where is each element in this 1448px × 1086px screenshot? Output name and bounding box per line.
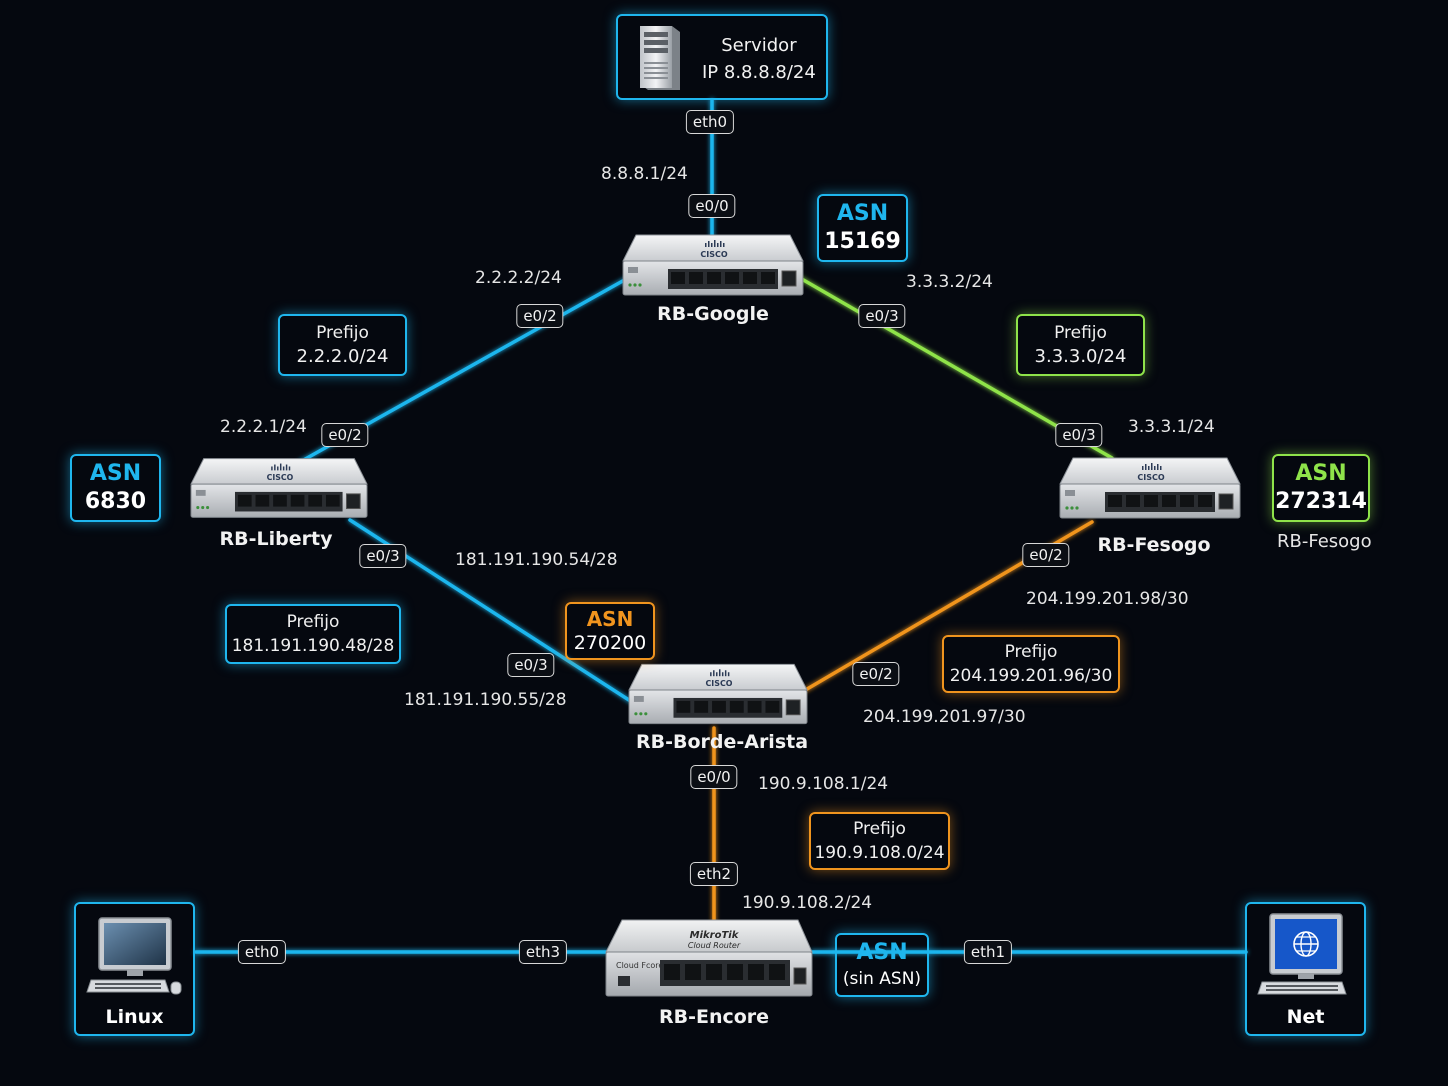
prefix-204-box: Prefijo 204.199.201.96/30 — [942, 635, 1120, 693]
router-fesogo-name: RB-Fesogo — [1097, 534, 1211, 556]
prefix-181-box: Prefijo 181.191.190.48/28 — [225, 604, 401, 664]
asn-fesogo-label: ASN — [1295, 461, 1347, 486]
asn-liberty-label: ASN — [89, 461, 142, 486]
prefix-2-label: Prefijo — [316, 323, 369, 343]
ip-borde-e03: 181.191.190.55/28 — [404, 690, 567, 710]
iface-liberty-e02[interactable]: e0/2 — [321, 423, 369, 447]
ip-google-e02: 2.2.2.2/24 — [475, 268, 562, 288]
internet-computer-icon — [1257, 913, 1347, 995]
prefix-3-label: Prefijo — [1054, 323, 1107, 343]
encore-panel: Cloud Fcore — [616, 961, 663, 970]
iface-fesogo-e03[interactable]: e0/3 — [1055, 423, 1103, 447]
router-fesogo[interactable] — [1056, 456, 1244, 520]
prefix-181-label: Prefijo — [286, 612, 340, 632]
router-encore-name: RB-Encore — [658, 1006, 770, 1028]
router-encore[interactable]: MikroTik Cloud Router Cloud Fcore — [604, 918, 814, 1000]
fesogo-asn-caption: RB-Fesogo — [1277, 531, 1372, 552]
iface-liberty-e03[interactable]: e0/3 — [359, 544, 407, 568]
asn-liberty-value: 6830 — [84, 489, 147, 514]
router-liberty-name: RB-Liberty — [219, 528, 333, 550]
asn-encore-label: ASN — [856, 940, 908, 965]
server-node[interactable]: Servidor IP 8.8.8.8/24 — [616, 14, 828, 100]
asn-liberty-box: ASN 6830 — [70, 454, 161, 522]
server-ip: IP 8.8.8.8/24 — [702, 62, 816, 83]
prefix-190-value: 190.9.108.0/24 — [814, 843, 945, 863]
prefix-3-box: Prefijo 3.3.3.0/24 — [1016, 314, 1145, 376]
ip-encore-eth2: 190.9.108.2/24 — [742, 893, 873, 913]
prefix-190-box: Prefijo 190.9.108.0/24 — [809, 812, 950, 870]
router-borde-name: RB-Borde-Arista — [635, 731, 809, 753]
asn-encore-box: ASN (sin ASN) — [835, 933, 929, 997]
iface-encore-eth3[interactable]: eth3 — [518, 940, 568, 964]
asn-google-value: 15169 — [824, 229, 901, 254]
asn-borde-box: ASN 270200 — [565, 602, 655, 660]
ip-borde-e02: 204.199.201.97/30 — [863, 707, 1026, 727]
encore-model: Cloud Router — [688, 941, 741, 950]
router-google[interactable] — [622, 233, 804, 297]
asn-fesogo-value: 272314 — [1275, 489, 1367, 514]
host-linux-name: Linux — [105, 1006, 164, 1028]
router-borde[interactable] — [628, 662, 808, 726]
prefix-2-value: 2.2.2.0/24 — [296, 346, 389, 367]
mikrotik-cloud-router-icon: MikroTik Cloud Router Cloud Fcore — [605, 919, 813, 997]
router-liberty[interactable] — [190, 456, 368, 520]
host-net[interactable]: Net — [1245, 902, 1366, 1036]
iface-borde-e00[interactable]: e0/0 — [690, 765, 738, 789]
asn-google-box: ASN 15169 — [817, 194, 908, 262]
prefix-181-value: 181.191.190.48/28 — [231, 636, 395, 656]
ip-fesogo-e02: 204.199.201.98/30 — [1026, 589, 1189, 609]
prefix-190-label: Prefijo — [853, 819, 906, 839]
asn-encore-value: (sin ASN) — [842, 969, 922, 989]
asn-fesogo-box: ASN 272314 — [1272, 454, 1370, 522]
asn-borde-value: 270200 — [573, 632, 647, 654]
iface-borde-e02[interactable]: e0/2 — [852, 662, 900, 686]
router-google-name: RB-Google — [657, 303, 769, 325]
ip-liberty-e03: 181.191.190.54/28 — [455, 550, 618, 570]
prefix-2-box: Prefijo 2.2.2.0/24 — [278, 314, 407, 376]
ip-google-e00: 8.8.8.1/24 — [601, 164, 688, 184]
iface-server-eth0[interactable]: eth0 — [685, 110, 735, 134]
ip-borde-e00: 190.9.108.1/24 — [758, 774, 889, 794]
iface-google-e00[interactable]: e0/0 — [688, 194, 736, 218]
server-title: Servidor — [721, 35, 797, 56]
desktop-computer-icon — [86, 917, 182, 995]
host-net-name: Net — [1286, 1006, 1325, 1028]
asn-google-label: ASN — [836, 201, 889, 226]
iface-linux-eth0[interactable]: eth0 — [237, 940, 287, 964]
iface-fesogo-e02[interactable]: e0/2 — [1022, 543, 1070, 567]
iface-encore-eth1[interactable]: eth1 — [963, 940, 1013, 964]
host-linux[interactable]: Linux — [74, 902, 195, 1036]
ip-google-e03: 3.3.3.2/24 — [906, 272, 993, 292]
ip-fesogo-e03: 3.3.3.1/24 — [1128, 417, 1215, 437]
server-tower-icon — [640, 26, 680, 90]
iface-borde-e03[interactable]: e0/3 — [507, 653, 555, 677]
prefix-3-value: 3.3.3.0/24 — [1034, 346, 1127, 367]
iface-encore-eth2[interactable]: eth2 — [689, 862, 739, 886]
prefix-204-value: 204.199.201.96/30 — [949, 666, 1113, 686]
prefix-204-label: Prefijo — [1004, 642, 1058, 662]
iface-google-e03[interactable]: e0/3 — [858, 304, 906, 328]
asn-borde-label: ASN — [586, 607, 634, 631]
encore-brand: MikroTik — [690, 930, 740, 941]
iface-google-e02[interactable]: e0/2 — [516, 304, 564, 328]
ip-liberty-e02: 2.2.2.1/24 — [220, 417, 307, 437]
